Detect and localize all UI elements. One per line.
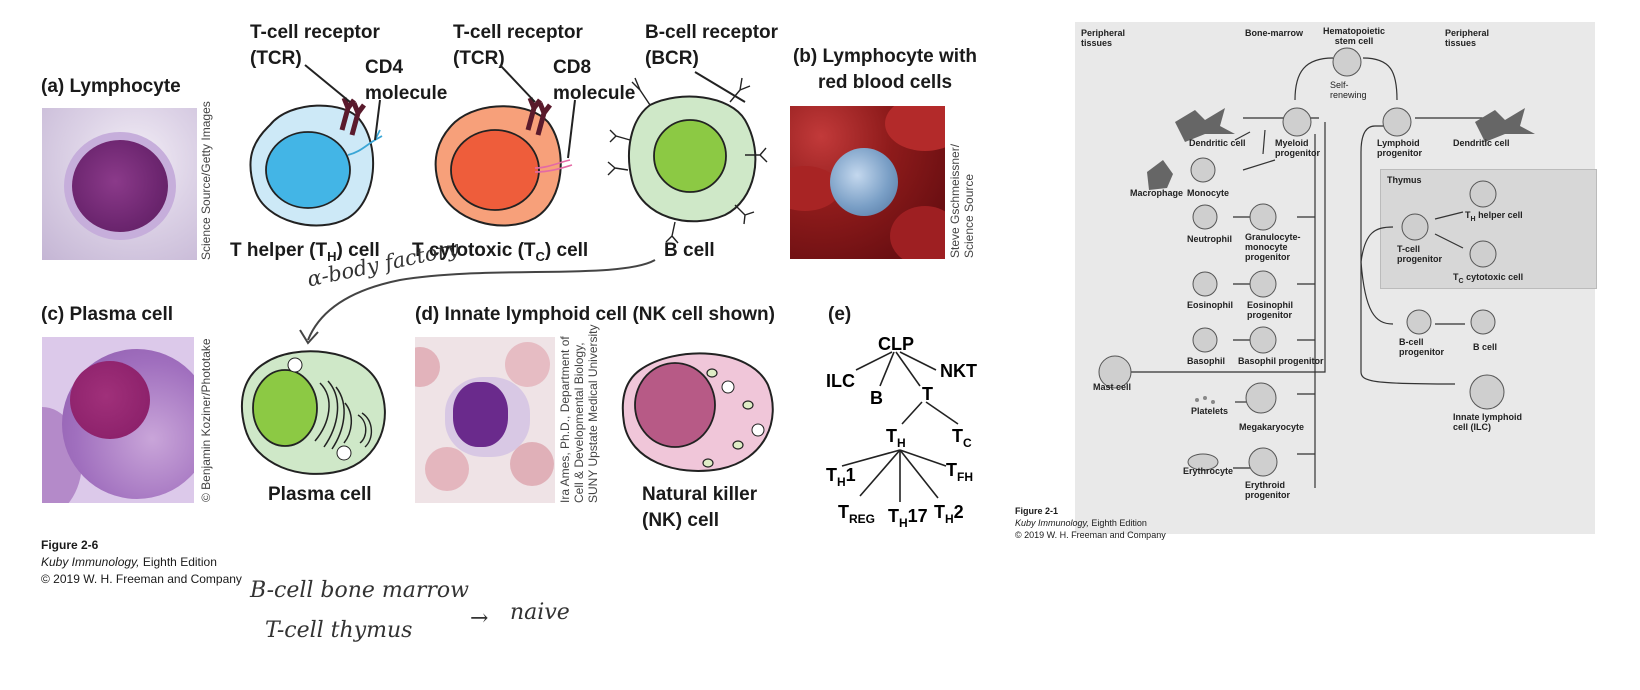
handwritten-note-t-cell: T-cell thymus	[265, 618, 413, 643]
plasma-cell-photo	[42, 337, 194, 503]
dendritic-cell-right: Dendritic cell	[1453, 138, 1510, 148]
tree-b: B	[870, 388, 883, 408]
panel-b-credit: Steve Gschmeissner/Science Source	[948, 143, 976, 258]
lymphoid-lineage-tree: CLP ILC B T NKT TH TC TH1 TFH TREG TH17 …	[826, 334, 977, 530]
th-helper-label: TH helper cell	[1465, 210, 1523, 223]
bcr-label: B-cell receptor(BCR)	[645, 22, 779, 69]
thymus-label: Thymus	[1387, 175, 1422, 185]
handwritten-note-b-cell: B-cell bone marrow	[250, 578, 470, 603]
erythrocyte-label: Erythrocyte	[1183, 466, 1234, 476]
mast-cell-label: Mast cell	[1093, 382, 1132, 392]
nk-cell-photo	[415, 337, 555, 503]
platelets-label: Platelets	[1191, 406, 1229, 416]
tree-tfh: TFH	[946, 460, 973, 484]
tree-th2: TH2	[934, 502, 964, 526]
tcr-label-2: T-cell receptor(TCR)	[453, 22, 583, 69]
tree-th17: TH17	[888, 506, 928, 530]
handwritten-arrow-glyph: →	[470, 606, 489, 631]
t-cytotoxic-cell-diagram	[434, 64, 576, 227]
tc-cytotoxic-label: TC cytotoxic cell	[1453, 272, 1524, 285]
b-cell-right-label: B cell	[1473, 342, 1498, 352]
basophil-label: Basophil	[1187, 356, 1226, 366]
plasma-cell-diagram	[240, 350, 386, 475]
nk-cell-diagram	[621, 352, 774, 472]
tree-t: T	[922, 384, 933, 404]
tcr-label-1: T-cell receptor(TCR)	[250, 22, 380, 69]
tree-ilc: ILC	[826, 371, 855, 391]
tree-tc: TC	[952, 426, 972, 450]
dendritic-cell-mid: Dendritic cell	[1189, 138, 1246, 148]
b-cell-label: B cell	[664, 240, 715, 261]
basophil-progenitor-label: Basophil progenitor	[1238, 356, 1324, 366]
bone-marrow-label: Bone-marrow	[1245, 28, 1304, 38]
monocyte-label: Monocyte	[1187, 188, 1230, 198]
neutrophil-label: Neutrophil	[1187, 234, 1232, 244]
t-and-b-cell-diagrams	[249, 64, 768, 244]
lymphocyte-photo	[42, 108, 197, 260]
lineage-arrows	[1098, 47, 1535, 488]
tree-clp: CLP	[878, 334, 914, 354]
self-renewing-label: Self-renewing	[1330, 80, 1367, 100]
t-cytotoxic-label: T cytotoxic (TC) cell	[412, 240, 589, 264]
tree-nkt: NKT	[940, 361, 977, 381]
figure-2-1-caption: Figure 2-1 Kuby Immunology, Eighth Editi…	[1015, 506, 1166, 540]
megakaryocyte-label: Megakaryocyte	[1239, 422, 1305, 432]
tree-th: TH	[886, 426, 906, 450]
macrophage-label: Macrophage	[1130, 188, 1184, 198]
panel-c-title: (c) Plasma cell	[41, 304, 174, 325]
lymphocyte-rbc-photo	[790, 106, 945, 259]
b-cell-diagram	[607, 71, 768, 244]
handwritten-arrow	[299, 259, 656, 345]
plasma-cell-label: Plasma cell	[268, 484, 372, 505]
tree-treg: TREG	[838, 502, 875, 526]
t-helper-label: T helper (TH) cell	[230, 240, 380, 264]
eosinophil-label: Eosinophil	[1187, 300, 1233, 310]
panel-c-credit: © Benjamin Koziner/Phototake	[199, 338, 213, 502]
nk-cell-label: Natural killer(NK) cell	[642, 484, 758, 531]
panel-a-title: (a) Lymphocyte	[41, 76, 181, 97]
tree-th1: TH1	[826, 465, 856, 489]
panel-e-title: (e)	[828, 304, 852, 325]
panel-d-title: (d) Innate lymphoid cell (NK cell shown)	[415, 304, 775, 325]
figure-2-6-caption: Figure 2-6 Kuby Immunology, Eighth Editi…	[41, 538, 242, 586]
t-helper-cell-diagram	[249, 64, 383, 227]
handwritten-naive: naive	[510, 600, 570, 625]
panel-a-credit: Science Source/Getty Images	[199, 101, 213, 260]
